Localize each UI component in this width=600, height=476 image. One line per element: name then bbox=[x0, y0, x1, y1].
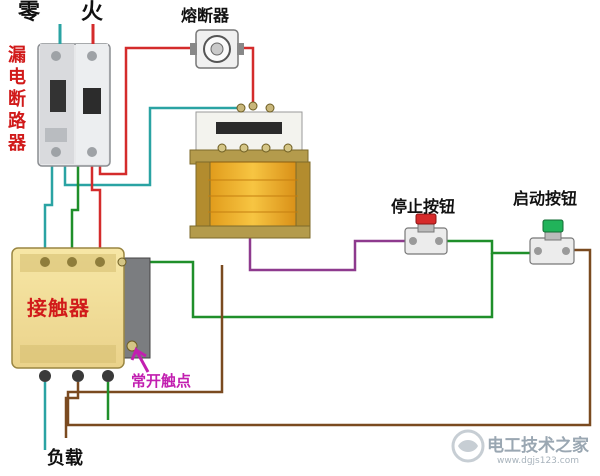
control-transformer bbox=[189, 101, 311, 239]
no-contact-arrow bbox=[130, 346, 150, 373]
wire-rcd-green-to-contactor bbox=[70, 165, 80, 250]
rcd-breaker bbox=[37, 24, 111, 167]
wire-stop-to-start bbox=[446, 239, 532, 255]
watermark-logo-icon bbox=[451, 429, 485, 463]
wire-rcd-live-to-contactor bbox=[90, 165, 102, 250]
wire-transformer-to-stop bbox=[248, 228, 407, 272]
contactor bbox=[11, 247, 151, 382]
wire-fuse-to-transformer bbox=[238, 46, 255, 104]
stop-button-label: 停止按钮 bbox=[391, 197, 456, 216]
live-label: 火 bbox=[81, 0, 104, 25]
wire-load-2 bbox=[64, 382, 80, 438]
watermark-name: 电工技术之家 bbox=[487, 436, 589, 456]
contactor-label: 接触器 bbox=[27, 296, 90, 320]
wire-rcd-neutral-to-contactor bbox=[43, 165, 54, 250]
wire-start-to-coil bbox=[122, 253, 494, 319]
stop-button bbox=[404, 213, 448, 255]
fuse-label: 熔断器 bbox=[181, 6, 230, 25]
wire-no-contact-loop bbox=[66, 248, 592, 427]
start-button-label: 启动按钮 bbox=[513, 189, 578, 208]
no-contact-label: 常开触点 bbox=[131, 372, 192, 390]
watermark-url: www.dgjs123.com bbox=[497, 456, 579, 466]
load-label: 负载 bbox=[47, 448, 83, 469]
wire-rcd-live-to-fuse bbox=[98, 46, 196, 176]
rcd-label: 漏电断路器 bbox=[8, 45, 26, 154]
neutral-label: 零 bbox=[18, 0, 41, 25]
fuse bbox=[190, 29, 244, 69]
start-button bbox=[529, 219, 575, 265]
